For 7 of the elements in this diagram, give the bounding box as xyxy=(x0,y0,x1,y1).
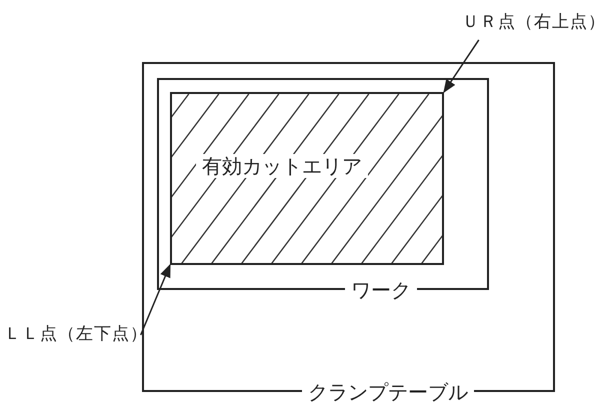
hatched-cut-area xyxy=(170,92,444,265)
point-label: ＵＲ点（右上点） xyxy=(462,11,602,34)
leader-arrow xyxy=(443,39,480,94)
part-label: クランプテーブル xyxy=(302,380,474,404)
part-label: 有効カットエリア xyxy=(196,154,368,178)
point-label: ＬＬ点（左下点） xyxy=(4,323,138,346)
leader-arrow xyxy=(140,264,171,336)
